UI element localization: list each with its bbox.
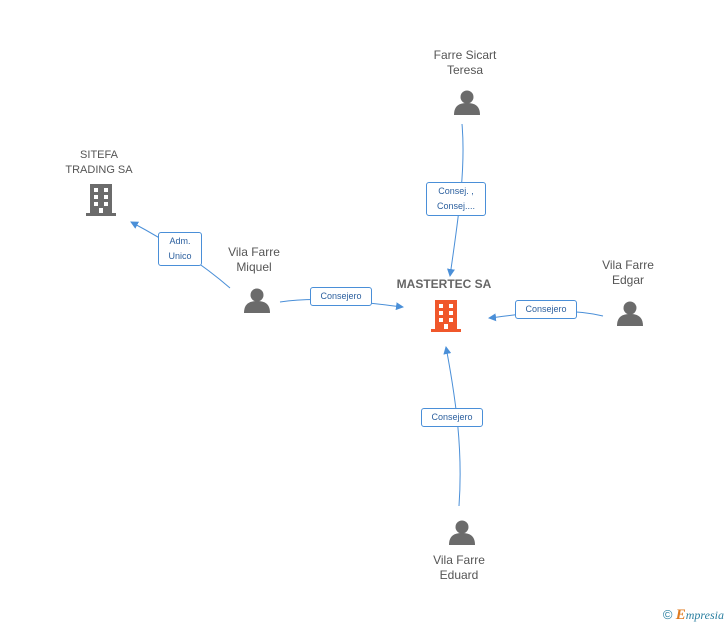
node-label-line: Vila Farre	[433, 553, 485, 567]
copyright-symbol: ©	[662, 607, 673, 622]
edge-label-line: Consej....	[436, 201, 476, 211]
edge-label-eduard-to-mastertec[interactable]: Consejero	[421, 408, 483, 427]
edge-label-miquel-to-mastertec[interactable]: Consejero	[310, 287, 372, 306]
node-label-vila-farre-edgar[interactable]: Vila Farre Edgar	[583, 258, 673, 288]
node-label-line: Edgar	[611, 273, 645, 287]
node-label-line: SITEFA	[80, 149, 118, 161]
empresia-watermark: © Empresia	[663, 607, 724, 624]
node-label-line: Eduard	[439, 568, 479, 582]
brand-logo-e: E	[675, 607, 686, 623]
person-icon[interactable]	[449, 520, 475, 546]
node-label-vila-farre-eduard[interactable]: Vila Farre Eduard	[414, 553, 504, 583]
person-icon[interactable]	[244, 288, 270, 314]
edge-label-line: Consejero	[320, 291, 362, 301]
node-label-vila-farre-miquel[interactable]: Vila Farre Miquel	[209, 245, 299, 275]
node-label-line: Farre Sicart	[433, 48, 497, 62]
node-label-line: Miquel	[236, 260, 272, 274]
edge-label-line: Consejero	[525, 304, 567, 314]
edge-label-teresa-to-mastertec[interactable]: Consej. , Consej....	[426, 182, 486, 216]
node-label-farre-sicart-teresa[interactable]: Farre Sicart Teresa	[420, 48, 510, 78]
edge-label-line: Consejero	[431, 412, 473, 422]
edge-label-edgar-to-mastertec[interactable]: Consejero	[515, 300, 577, 319]
person-icon[interactable]	[454, 90, 480, 116]
node-label-line: Vila Farre	[602, 258, 654, 272]
node-label-mastertec[interactable]: MASTERTEC SA	[389, 277, 499, 292]
edge-label-miquel-to-sitefa[interactable]: Adm. Unico	[158, 232, 202, 266]
edge-label-line: Adm.	[169, 236, 191, 246]
node-label-line: Teresa	[446, 63, 484, 77]
building-icon[interactable]	[431, 300, 461, 332]
person-icon[interactable]	[617, 301, 643, 327]
node-label-line: MASTERTEC SA	[396, 277, 492, 291]
building-icon[interactable]	[86, 184, 116, 216]
node-label-line: Vila Farre	[228, 245, 280, 259]
brand-logo-text: mpresia	[685, 608, 724, 622]
node-label-sitefa-trading[interactable]: SITEFA TRADING SA	[54, 148, 144, 178]
edge-label-line: Consej. ,	[438, 186, 474, 196]
node-label-line: TRADING SA	[65, 164, 133, 176]
edge-label-line: Unico	[168, 251, 192, 261]
